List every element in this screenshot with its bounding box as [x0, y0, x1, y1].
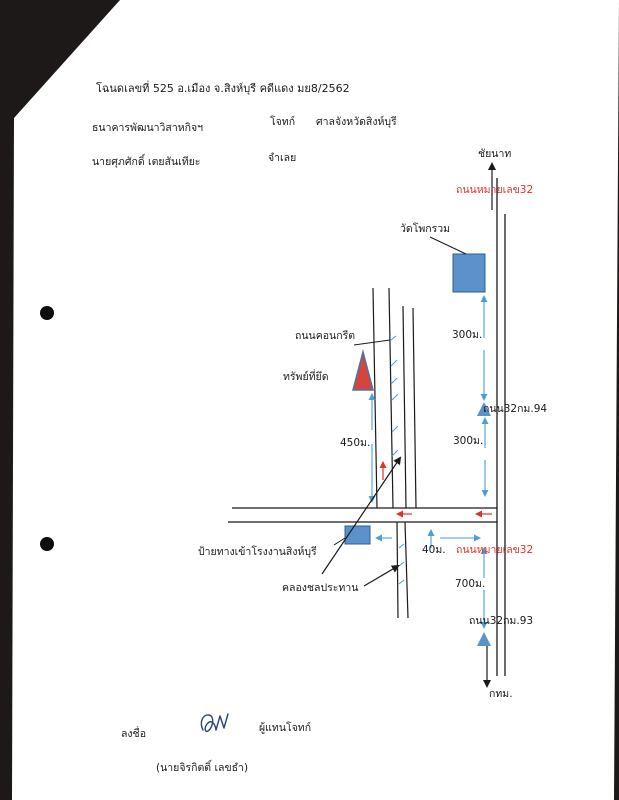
- canal-label: คลองชลประทาน: [282, 582, 359, 594]
- highway-label-north: ถนนหมายเลข32: [456, 184, 534, 196]
- south-label: กทม.: [489, 688, 513, 700]
- distance-km94: 300ม.: [453, 435, 484, 447]
- plaintiff-name: ธนาคารพัฒนาวิสาหกิจฯ: [92, 122, 204, 134]
- temple-leader: [429, 236, 467, 255]
- temple-label: วัดโพกรวม: [400, 223, 451, 235]
- canal-leader-south: [363, 564, 400, 587]
- distance-temple: 300ม.: [452, 329, 483, 341]
- distance-700: 700ม.: [455, 578, 486, 590]
- temple-box: [452, 253, 486, 293]
- plaintiff-role: โจทก์: [270, 116, 296, 128]
- canal-hatching: [390, 335, 405, 585]
- defendant-role: จำเลย: [268, 152, 297, 164]
- km94-label: ถนน32กม.94: [483, 403, 548, 415]
- defendant-name: นายศุภศักดิ์ เตยสันเทียะ: [92, 156, 201, 168]
- factory-sign-leader: [333, 537, 346, 546]
- distance-property: 450ม.: [340, 437, 371, 449]
- canal-north-left: [402, 305, 407, 509]
- sign-label: ลงชื่อ: [121, 728, 146, 740]
- signer-role: ผู้แทนโจทก์: [259, 722, 312, 734]
- seized-property-label: ทรัพย์ที่ยึด: [283, 371, 329, 383]
- factory-sign-label: ป้ายทางเข้าโรงงานสิงห์บุรี: [198, 546, 317, 558]
- canal-leader-north: [321, 456, 402, 575]
- canal-south-left: [396, 521, 399, 619]
- signer-name: (นายจิรกิตติ์ เลขธำ): [156, 762, 249, 774]
- concrete-road-right: [388, 287, 394, 509]
- punch-hole-bottom: [40, 537, 54, 551]
- seized-property-marker: [352, 349, 374, 391]
- concrete-road-leader: [353, 339, 391, 346]
- highway-label-south: ถนนหมายเลข32: [456, 544, 534, 556]
- km93-label: ถนน32กม.93: [469, 615, 534, 627]
- km94-marker: [477, 402, 491, 416]
- distance-40: 40ม.: [422, 544, 446, 556]
- concrete-road-left: [372, 287, 378, 509]
- north-label: ชัยนาท: [478, 148, 512, 160]
- concrete-road-label: ถนนคอนกรีต: [295, 330, 356, 342]
- km93-marker: [477, 632, 491, 646]
- canal-south-right: [404, 521, 409, 619]
- case-line: โฉนดเลขที่ 525 อ.เมือง จ.สิงห์บุรี คดีแด…: [96, 82, 350, 95]
- measurement-lines: [368, 295, 489, 629]
- court-name: ศาลจังหวัดสิงห์บุรี: [316, 116, 397, 128]
- canal-north-right: [412, 307, 417, 509]
- handwritten-signature: [200, 713, 229, 733]
- punch-hole-top: [40, 306, 54, 320]
